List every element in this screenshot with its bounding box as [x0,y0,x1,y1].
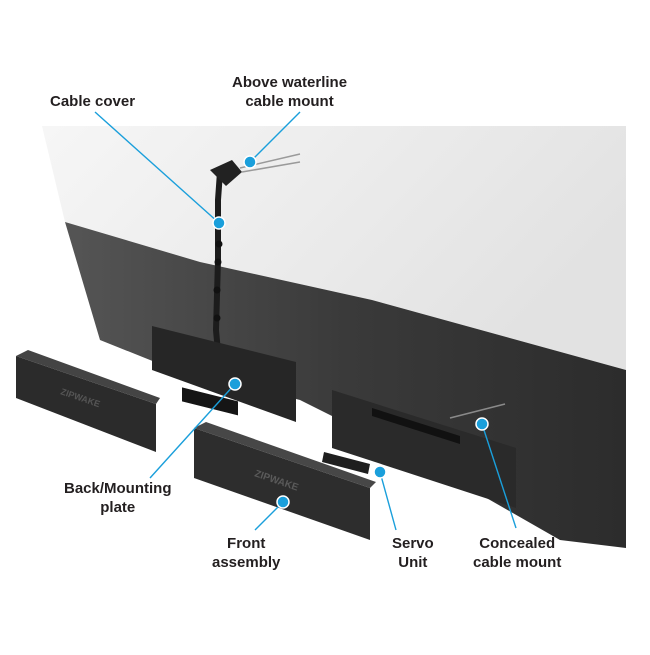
callout-dots [212,155,489,509]
label-servo-unit: Servo Unit [392,535,434,571]
callout-lines [94,111,517,531]
concealed-cable-mount-plate [332,390,516,508]
label-concealed-cable-mount: Concealed cable mount [473,535,562,571]
back-mounting-plate [152,326,296,422]
label-above-waterline-cable-mount: Above waterline cable mount [232,74,348,110]
servo-unit [322,452,370,474]
label-front-assembly: Front assembly [212,535,281,571]
label-cable-cover: Cable cover [50,93,136,110]
front-assembly-panel: ZIPWAKE [194,422,376,540]
cable-cover [210,153,301,353]
label-back-mounting-plate: Back/Mounting plate [64,480,172,516]
left-front-panel: ZIPWAKE [16,350,160,452]
hull-upper [42,126,626,370]
